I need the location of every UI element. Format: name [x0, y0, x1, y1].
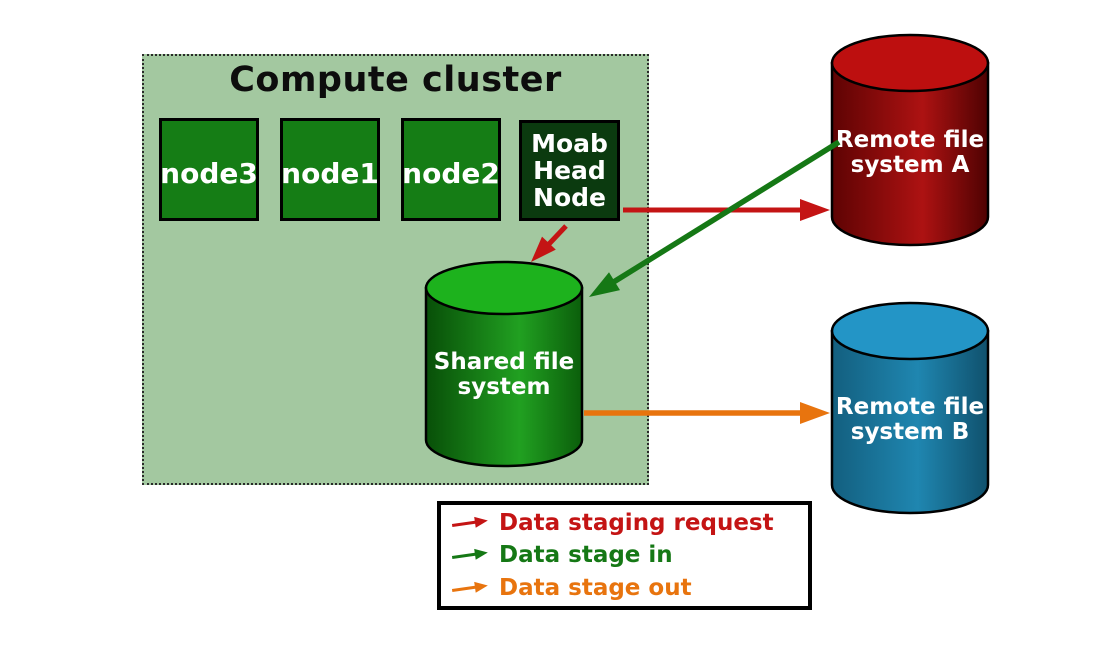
- node3-box: node3: [159, 118, 259, 221]
- legend-red-arrow-icon: [451, 517, 488, 528]
- remote-b-label-line2: system B: [850, 419, 970, 446]
- remote-file-system-a-cylinder: [830, 33, 990, 247]
- remote-a-label-line1: Remote file: [835, 127, 985, 153]
- remote-file-system-a-label: Remote file system A: [830, 127, 990, 179]
- legend-row-staging-request: Data staging request: [451, 509, 798, 537]
- node2-label: node2: [402, 157, 500, 190]
- shared-label-line2: system: [457, 374, 551, 401]
- remote-b-label-line1: Remote file: [835, 394, 985, 420]
- head-node-label-line3: Node: [533, 183, 606, 212]
- shared-label-line1: Shared file: [433, 349, 575, 375]
- node1-box: node1: [280, 118, 380, 221]
- arrow-staging-request-to-remote-a: [623, 199, 830, 221]
- node2-box: node2: [401, 118, 501, 221]
- shared-file-system-label: Shared file system: [424, 349, 584, 401]
- legend-label-stage-out: Data stage out: [499, 574, 692, 601]
- legend-row-stage-out: Data stage out: [451, 574, 798, 602]
- legend-box: Data staging request Data stage in Data …: [437, 501, 812, 610]
- head-node-label-line1: Moab: [531, 129, 608, 158]
- node3-label: node3: [160, 157, 258, 190]
- node1-label: node1: [281, 157, 379, 190]
- remote-file-system-b-label: Remote file system B: [830, 394, 990, 446]
- moab-head-node-box: Moab Head Node: [519, 120, 620, 221]
- remote-a-label-line2: system A: [850, 152, 970, 179]
- legend-orange-arrow-icon: [451, 581, 488, 593]
- legend-row-stage-in: Data stage in: [451, 541, 798, 569]
- remote-file-system-b-cylinder: [830, 301, 990, 515]
- legend-label-stage-in: Data stage in: [499, 542, 673, 569]
- head-node-label-line2: Head: [533, 156, 606, 185]
- shared-file-system-cylinder: [424, 260, 584, 468]
- legend-label-staging-request: Data staging request: [499, 510, 774, 537]
- compute-cluster-title: Compute cluster: [229, 60, 562, 100]
- legend-green-arrow-icon: [451, 549, 488, 561]
